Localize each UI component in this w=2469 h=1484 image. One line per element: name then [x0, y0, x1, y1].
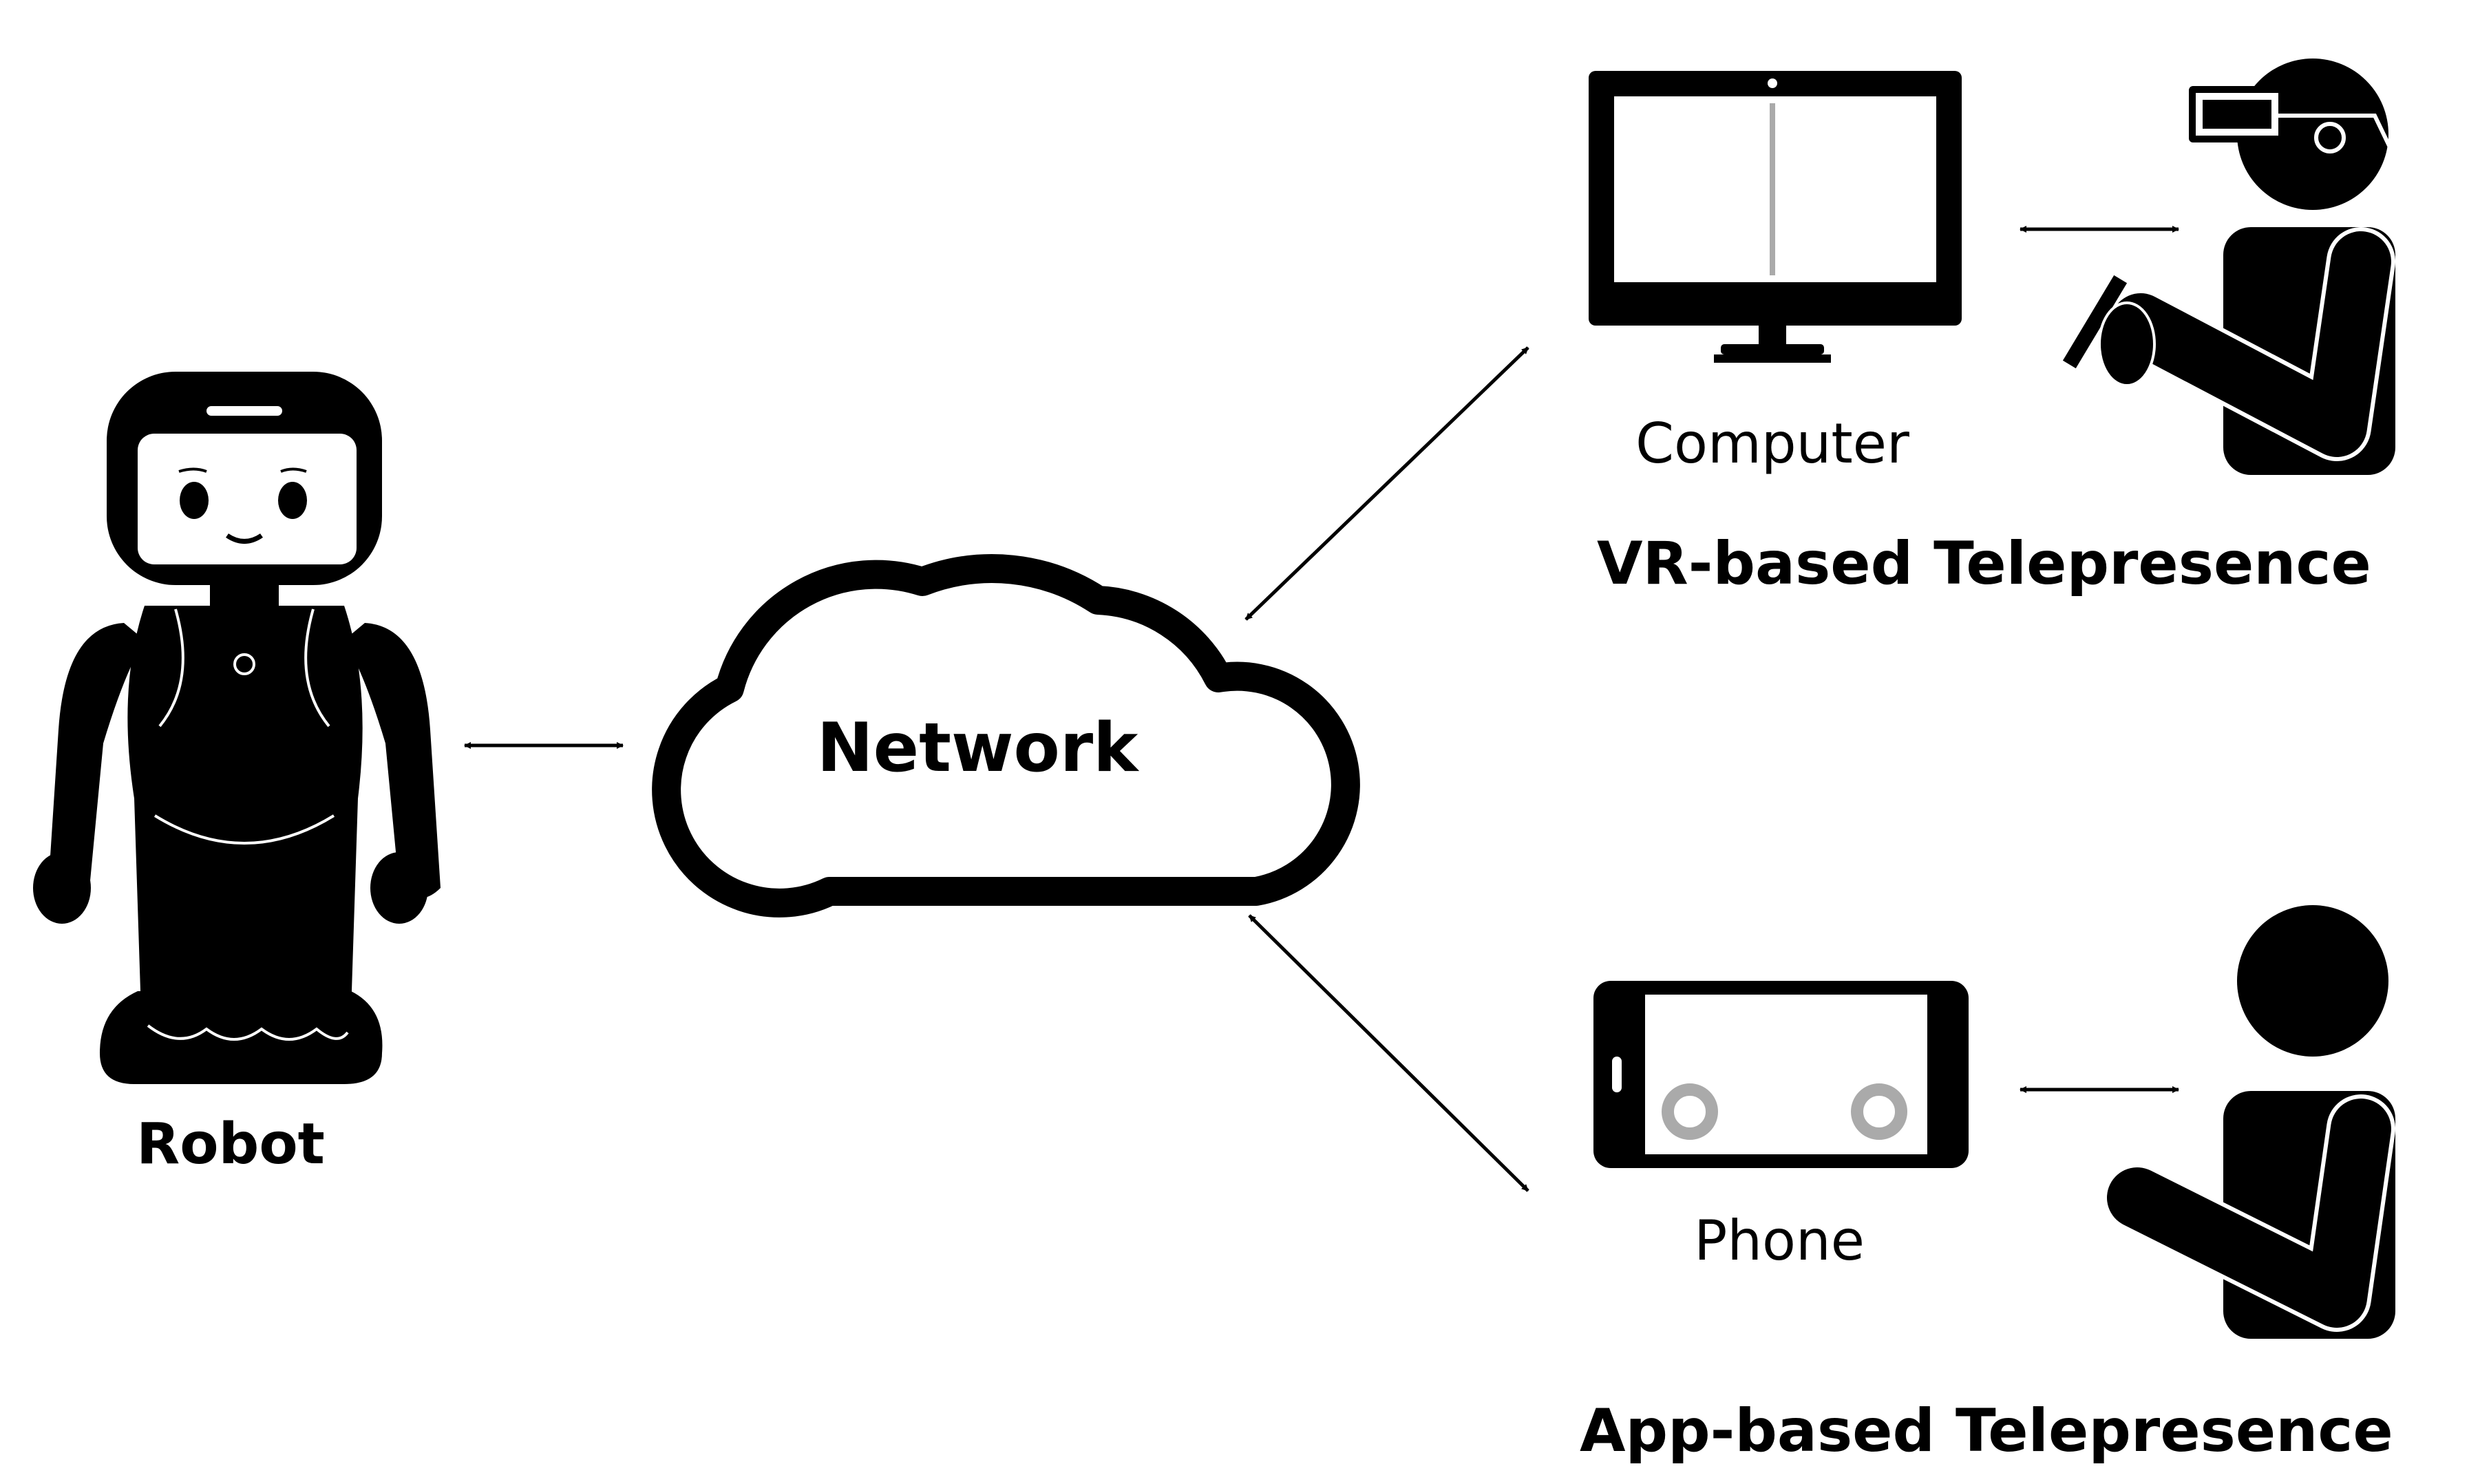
- robot-icon: [33, 372, 441, 1084]
- computer-label: Computer: [1635, 412, 1909, 476]
- cloud-icon: [652, 554, 1360, 918]
- smartphone-icon: [1593, 981, 1969, 1168]
- robot-label: Robot: [136, 1112, 325, 1177]
- phone-label: Phone: [1694, 1209, 1865, 1273]
- phone-user-icon: [2103, 905, 2395, 1339]
- vr-telepresence-label: VR-based Telepresence: [1597, 529, 2371, 598]
- network-computer-arrow: [1244, 346, 1529, 621]
- app-telepresence-label: App-based Telepresence: [1580, 1397, 2393, 1465]
- network-label: Network: [817, 709, 1141, 787]
- computer-monitor-icon: [1589, 71, 1962, 363]
- network-phone-arrow: [1248, 914, 1529, 1192]
- vr-headset-user-icon: [2062, 59, 2395, 475]
